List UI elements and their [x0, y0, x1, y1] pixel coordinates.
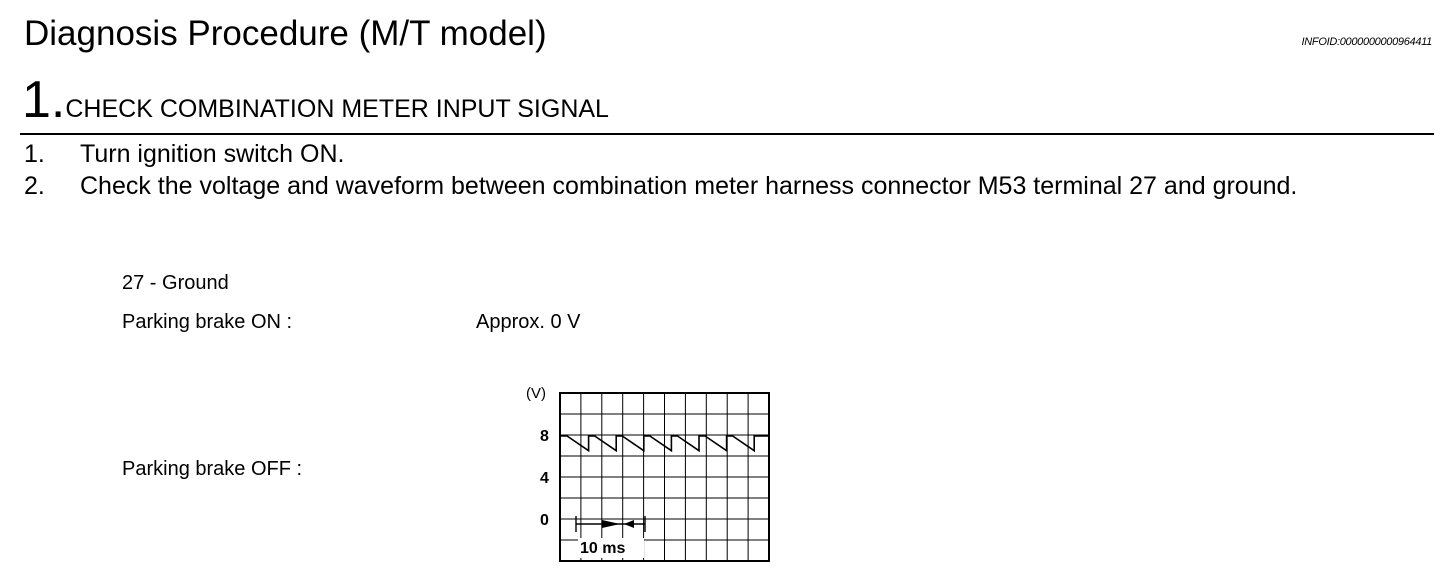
instruction-item: 2. Check the voltage and waveform betwee…: [24, 170, 1434, 202]
instruction-text: Turn ignition switch ON.: [80, 140, 345, 168]
section-divider: [20, 133, 1434, 135]
y-tick-8: 8: [540, 428, 549, 445]
parking-brake-on-label: Parking brake ON :: [122, 311, 293, 333]
terminal-label: 27 - Ground: [122, 272, 229, 294]
y-tick-4: 4: [540, 470, 549, 487]
info-id: INFOID:0000000000964411: [1301, 36, 1433, 48]
instruction-text: Check the voltage and waveform between c…: [80, 172, 1298, 200]
waveform-frame: [559, 392, 770, 562]
step-number: 1.: [22, 71, 66, 129]
time-scale-label: 10 ms: [580, 540, 625, 557]
instruction-number: 1.: [24, 140, 45, 168]
instruction-number: 2.: [24, 172, 45, 200]
y-unit-label: (V): [526, 385, 546, 402]
instruction-list: 1. Turn ignition switch ON. 2. Check the…: [24, 138, 1434, 202]
time-scale-marker: [575, 516, 646, 532]
parking-brake-on-value: Approx. 0 V: [476, 311, 581, 333]
waveform-grid: [560, 393, 769, 561]
waveform-trace: [561, 435, 768, 453]
waveform-chart: (V) 8 4 0 10 ms: [526, 385, 770, 562]
instruction-item: 1. Turn ignition switch ON.: [24, 138, 1434, 170]
time-label-bg: [578, 538, 644, 558]
parking-brake-off-label: Parking brake OFF :: [122, 458, 303, 480]
step-heading: 1.CHECK COMBINATION METER INPUT SIGNAL: [22, 72, 609, 141]
step-title: CHECK COMBINATION METER INPUT SIGNAL: [65, 95, 609, 123]
y-tick-0: 0: [540, 512, 549, 529]
page-title: Diagnosis Procedure (M/T model): [24, 14, 547, 53]
